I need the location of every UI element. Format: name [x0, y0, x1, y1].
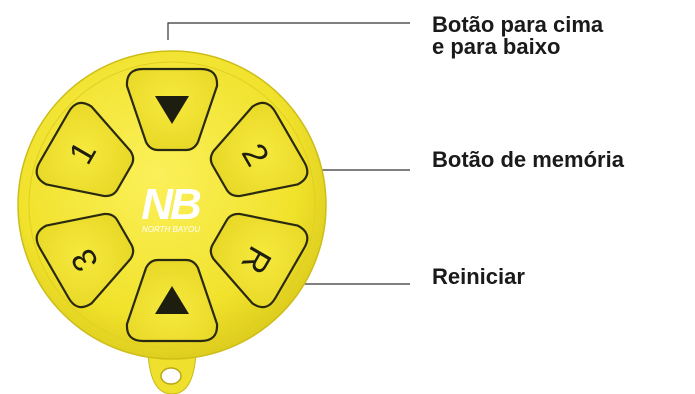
memory-3-button[interactable]	[32, 193, 147, 312]
up-arrow-icon	[155, 286, 189, 314]
label-memory-text: Botão de memória	[432, 147, 624, 172]
label-up-down-button: Botão para cima e para baixo	[432, 14, 603, 58]
label-reset-text: Reiniciar	[432, 264, 525, 289]
north-bayou-logo: NB NORTH BAYOU	[141, 180, 204, 234]
leader-lines	[167, 22, 410, 285]
memory-2-button[interactable]	[197, 98, 312, 217]
label-memory-button: Botão de memória	[432, 149, 624, 171]
label-reset-button: Reiniciar	[432, 266, 525, 288]
label-up-down-line2: e para baixo	[432, 34, 561, 59]
logo-mark: NB	[141, 180, 201, 229]
logo-brand-text: NORTH BAYOU	[142, 225, 200, 234]
memory-1-button[interactable]	[32, 98, 147, 217]
down-arrow-icon	[155, 96, 189, 124]
reset-button[interactable]	[197, 193, 312, 312]
leader-line-up-down	[167, 22, 410, 40]
label-up-down-line1: Botão para cima	[432, 12, 604, 37]
